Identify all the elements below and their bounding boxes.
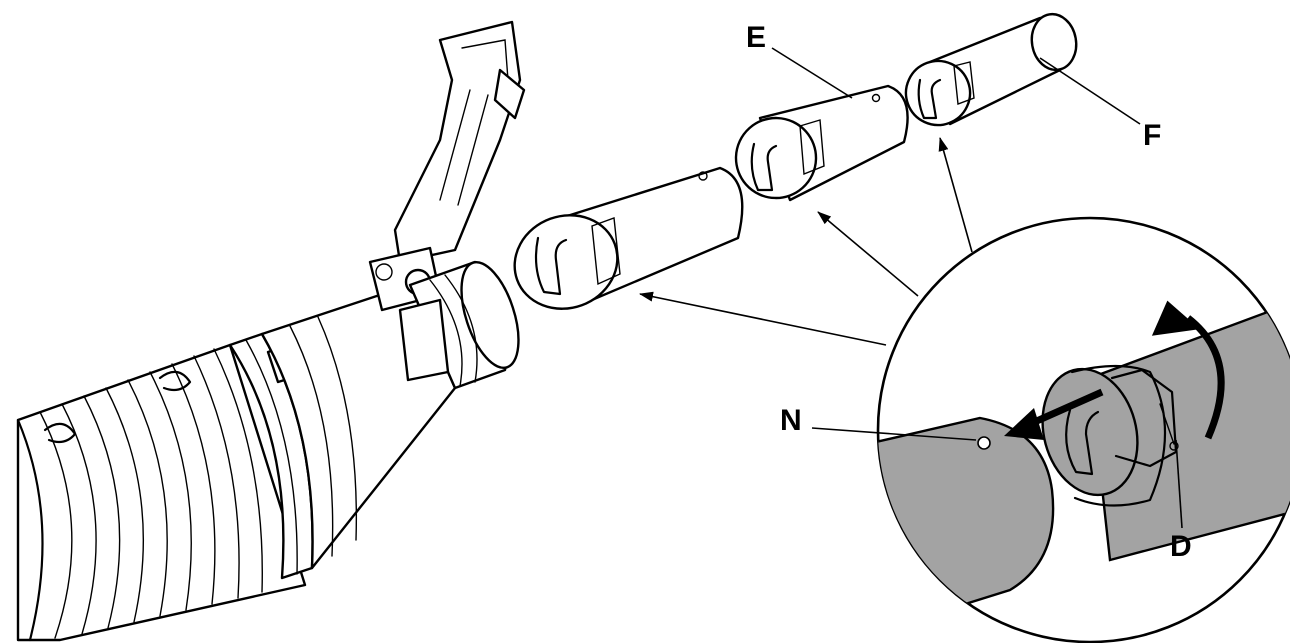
nozzle-tube-e — [734, 84, 909, 202]
label-d: D — [1170, 530, 1192, 563]
callout-leaders — [771, 47, 1183, 529]
blower-outlet — [398, 260, 520, 390]
assembly-arrows — [639, 137, 973, 346]
flex-hose — [16, 343, 307, 642]
label-e: E — [746, 21, 766, 54]
detail-inset — [876, 216, 1290, 643]
handle-assembly — [368, 20, 526, 312]
label-f: F — [1143, 119, 1161, 152]
nozzle-tube-f — [904, 12, 1078, 127]
nozzle-tube-1 — [513, 166, 744, 310]
label-n: N — [780, 404, 802, 437]
detail-inner-tube — [1088, 298, 1290, 562]
